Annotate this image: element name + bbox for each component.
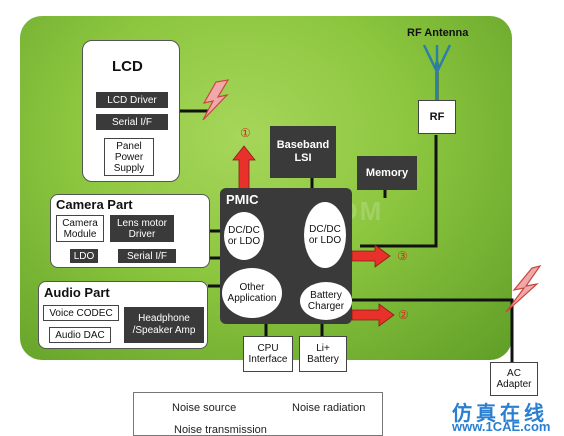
marker-2: ② — [398, 308, 409, 322]
marker-1: ① — [240, 126, 251, 140]
dcdc-ldo-1: DC/DC or LDO — [224, 212, 264, 260]
panel-power-supply: Panel Power Supply — [104, 138, 154, 176]
lcd-serial-if: Serial I/F — [96, 114, 168, 130]
dcdc-ldo-2: DC/DC or LDO — [304, 202, 346, 268]
cpu-interface: CPU Interface — [243, 336, 293, 372]
antenna-icon — [422, 44, 452, 100]
watermark-url: www.1CAE.com — [452, 419, 551, 434]
ac-adapter: AC Adapter — [490, 362, 538, 396]
camera-module: Camera Module — [56, 215, 104, 242]
legend — [133, 392, 383, 436]
rf-module: RF — [418, 100, 456, 134]
noise-arrow-right-3 — [351, 244, 391, 268]
voice-codec: Voice CODEC — [43, 305, 119, 321]
marker-3: ③ — [397, 249, 408, 263]
battery-charger: Battery Charger — [300, 282, 352, 320]
camera-ldo: LDO — [70, 249, 98, 263]
camera-title: Camera Part — [56, 197, 133, 212]
li-battery: Li+ Battery — [299, 336, 347, 372]
noise-arrow-up — [232, 145, 256, 190]
legend-noise-transmission: Noise transmission — [174, 424, 267, 436]
pmic-title: PMIC — [226, 192, 259, 207]
memory: Memory — [357, 156, 417, 190]
camera-serial-if: Serial I/F — [118, 249, 176, 263]
audio-title: Audio Part — [44, 285, 110, 300]
lcd-driver: LCD Driver — [96, 92, 168, 108]
noise-radiation-icon — [202, 79, 230, 121]
headphone-speaker-amp: Headphone /Speaker Amp — [124, 307, 204, 343]
watermark-cn: 仿真在线 — [452, 401, 548, 425]
legend-noise-source: Noise source — [172, 402, 237, 414]
noise-radiation-icon — [505, 265, 542, 313]
lcd-title: LCD — [112, 58, 143, 75]
audio-dac: Audio DAC — [49, 327, 111, 343]
other-application: Other Application — [222, 268, 282, 318]
rf-antenna-label: RF Antenna — [407, 27, 469, 39]
baseband-lsi: Baseband LSI — [270, 126, 336, 178]
noise-arrow-right-2 — [351, 303, 395, 327]
lens-motor-driver: Lens motor Driver — [110, 215, 174, 242]
legend-noise-radiation: Noise radiation — [292, 402, 366, 414]
